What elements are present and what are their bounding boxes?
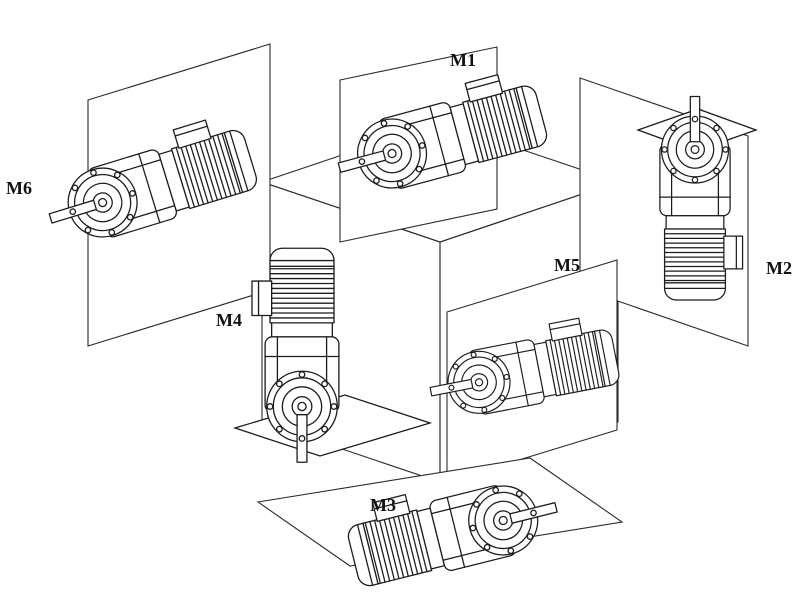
- label-m5: M5: [554, 255, 580, 275]
- position-m1: M1: [326, 46, 552, 243]
- position-m3: M3: [256, 457, 624, 594]
- label-m3: M3: [370, 495, 396, 515]
- position-m6: M6: [6, 43, 271, 347]
- position-m4: M4: [216, 247, 433, 463]
- position-m5: M5: [421, 255, 623, 483]
- label-m1: M1: [450, 50, 476, 70]
- label-m6: M6: [6, 178, 32, 198]
- label-m4: M4: [216, 310, 242, 330]
- position-m2: M2: [579, 77, 792, 347]
- label-m2: M2: [766, 258, 792, 278]
